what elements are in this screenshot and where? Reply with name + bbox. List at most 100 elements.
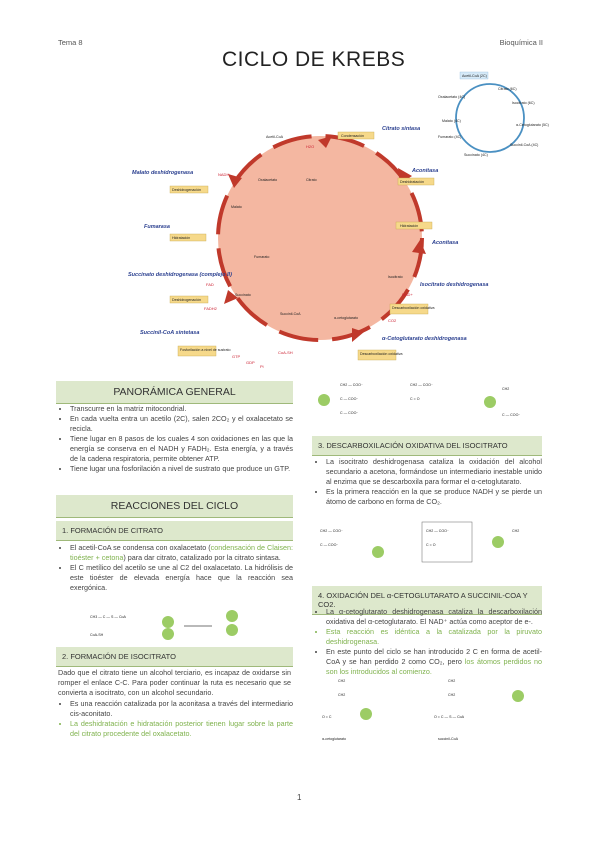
label-oxalacetato: Oxalacetato bbox=[258, 178, 277, 182]
svg-text:GDP: GDP bbox=[246, 360, 255, 365]
svg-text:Hidratación: Hidratación bbox=[400, 224, 418, 228]
svg-text:succinil-CoA: succinil-CoA bbox=[438, 737, 459, 741]
svg-text:CH3 — C — S — CoA: CH3 — C — S — CoA bbox=[90, 615, 127, 619]
svg-text:Hidratación: Hidratación bbox=[172, 236, 190, 240]
page-title: CICLO DE KREBS bbox=[222, 48, 406, 71]
section-reacciones: REACCIONES DEL CICLO bbox=[56, 495, 293, 518]
descarboxilacion-list: La isocitrato deshidrogenasa cataliza la… bbox=[312, 457, 542, 507]
svg-text:CH2 — COO⁻: CH2 — COO⁻ bbox=[426, 529, 449, 533]
label-acetilcoa: Acetil-CoA bbox=[266, 135, 284, 139]
svg-text:CO2: CO2 bbox=[388, 318, 397, 323]
svg-text:Aconitasa: Aconitasa bbox=[411, 168, 438, 174]
svg-text:CH2: CH2 bbox=[338, 693, 345, 697]
svg-text:α-Cetoglutarato (5C): α-Cetoglutarato (5C) bbox=[516, 123, 549, 127]
svg-text:CH2 — COO⁻: CH2 — COO⁻ bbox=[320, 529, 343, 533]
header-right: Bioquímica II bbox=[499, 38, 543, 47]
svg-text:C — COO⁻: C — COO⁻ bbox=[340, 397, 358, 401]
svg-text:NAD+: NAD+ bbox=[402, 292, 413, 297]
svg-text:FADH2: FADH2 bbox=[204, 306, 218, 311]
section-panoramica: PANORÁMICA GENERAL bbox=[56, 381, 293, 404]
svg-text:Succinil-CoA (4C): Succinil-CoA (4C) bbox=[510, 143, 538, 147]
svg-text:Malato deshidrogenasa: Malato deshidrogenasa bbox=[132, 170, 193, 176]
section-isocitrato: 2. FORMACIÓN DE ISOCITRATO bbox=[56, 647, 293, 667]
svg-text:CH2 — COO⁻: CH2 — COO⁻ bbox=[340, 383, 363, 387]
svg-text:Descarboxilación oxidativa: Descarboxilación oxidativa bbox=[392, 306, 435, 310]
list-item: Es la primera reacción en la que se prod… bbox=[326, 487, 542, 507]
list-item: En cada vuelta entra un acetilo (2C), sa… bbox=[70, 414, 293, 434]
svg-text:NADH: NADH bbox=[218, 172, 229, 177]
svg-text:Acetil-CoA (2C): Acetil-CoA (2C) bbox=[462, 74, 487, 78]
svg-text:Malato (4C): Malato (4C) bbox=[442, 119, 461, 123]
svg-text:Condensación: Condensación bbox=[341, 134, 364, 138]
svg-text:C — COO⁻: C — COO⁻ bbox=[320, 543, 338, 547]
svg-text:Citrato (6C): Citrato (6C) bbox=[498, 87, 517, 91]
svg-text:Aconitasa: Aconitasa bbox=[431, 240, 458, 246]
label-fumarato: Fumarato bbox=[254, 255, 269, 259]
list-item: La isocitrato deshidrogenasa cataliza la… bbox=[326, 457, 542, 487]
svg-text:Deshidrogenación: Deshidrogenación bbox=[172, 188, 201, 192]
list-item: La α-cetoglutarato deshidrogenasa catali… bbox=[326, 607, 542, 627]
svg-text:Fumarato (4C): Fumarato (4C) bbox=[438, 135, 461, 139]
isocitrato-reaction-figure: CH2 — COO⁻ C — COO⁻ C — COO⁻ CH2 — COO⁻ … bbox=[318, 383, 520, 417]
list-item: En este punto del ciclo se han introduci… bbox=[326, 647, 542, 677]
svg-text:Isocitrato (6C): Isocitrato (6C) bbox=[512, 101, 535, 105]
svg-text:α-cetoglutarato: α-cetoglutarato bbox=[322, 737, 346, 741]
list-item: El acetil-CoA se condensa con oxalacetat… bbox=[70, 543, 293, 563]
section-citrato: 1. FORMACIÓN DE CITRATO bbox=[56, 521, 293, 541]
svg-text:α-Cetoglutarato deshidrogenasa: α-Cetoglutarato deshidrogenasa bbox=[382, 336, 467, 342]
svg-text:O = C: O = C bbox=[322, 715, 332, 719]
isocitrato-list: Es una reacción catalizada por la aconit… bbox=[56, 699, 293, 739]
citrato-list: El acetil-CoA se condensa con oxalacetat… bbox=[56, 543, 293, 593]
krebs-cycle-figure: Oxalacetato Citrato Isocitrato α-cetoglu… bbox=[128, 71, 549, 369]
svg-text:H2O: H2O bbox=[306, 144, 314, 149]
svg-text:GTP: GTP bbox=[232, 354, 241, 359]
label-citrato: Citrato bbox=[306, 178, 317, 182]
svg-text:CH2: CH2 bbox=[338, 679, 345, 683]
isocitrato-paragraph: Dado que el citrato tiene un alcohol ter… bbox=[58, 668, 291, 697]
header-left: Tema 8 bbox=[58, 38, 83, 47]
list-item: Esta reacción es idéntica a la catalizad… bbox=[326, 627, 542, 647]
list-item: El C metílico del acetilo se une al C2 d… bbox=[70, 563, 293, 593]
label-malato: Malato bbox=[231, 205, 242, 209]
svg-text:Fosforilación a nivel de sustr: Fosforilación a nivel de sustrato bbox=[180, 348, 231, 352]
svg-text:Oxalacetato (4C): Oxalacetato (4C) bbox=[438, 95, 465, 99]
citrato-reaction-figure: CH3 — C — S — CoA CoA-SH bbox=[90, 610, 238, 640]
svg-text:Deshidratación: Deshidratación bbox=[400, 180, 424, 184]
descarboxilacion-reaction-figure: CH2 — COO⁻ C — COO⁻ CH2 — COO⁻ C = O CH2 bbox=[320, 521, 519, 563]
svg-text:CH2 — COO⁻: CH2 — COO⁻ bbox=[410, 383, 433, 387]
svg-text:CH2: CH2 bbox=[448, 679, 455, 683]
oxidacion-reaction-figure: CH2 CH2 O = C CH2 CH2 O = C — S — CoA α-… bbox=[322, 679, 524, 741]
svg-text:FAD: FAD bbox=[206, 282, 214, 287]
list-item: Tiene lugar una fosforilación a nivel de… bbox=[70, 464, 293, 474]
section-oxidacion: 4. OXIDACIÓN DEL α-CETOGLUTARATO A SUCCI… bbox=[312, 586, 542, 615]
svg-text:Fumarasa: Fumarasa bbox=[144, 224, 170, 230]
svg-text:C = O: C = O bbox=[426, 543, 436, 547]
svg-text:Isocitrato deshidrogenasa: Isocitrato deshidrogenasa bbox=[420, 282, 488, 288]
mini-cycle: Acetil-CoA (2C) Citrato (6C) Isocitrato … bbox=[438, 71, 549, 157]
svg-text:C = O: C = O bbox=[410, 397, 420, 401]
svg-text:O = C — S — CoA: O = C — S — CoA bbox=[434, 715, 465, 719]
label-succinilcoa: Succinil-CoA bbox=[280, 312, 301, 316]
svg-text:CoA-SH: CoA-SH bbox=[278, 350, 293, 355]
panoramica-list: Transcurre en la matriz mitocondrial. En… bbox=[56, 404, 293, 474]
section-descarboxilacion: 3. DESCARBOXILACIÓN OXIDATIVA DEL ISOCIT… bbox=[312, 436, 542, 456]
svg-text:CH2: CH2 bbox=[448, 693, 455, 697]
list-item: La deshidratación e hidratación posterio… bbox=[70, 719, 293, 739]
svg-text:C — COO⁻: C — COO⁻ bbox=[340, 411, 358, 415]
svg-text:Pi: Pi bbox=[260, 364, 264, 369]
svg-text:CH2: CH2 bbox=[512, 529, 519, 533]
page-number: 1 bbox=[297, 793, 302, 802]
svg-text:Deshidrogenación: Deshidrogenación bbox=[172, 298, 201, 302]
svg-text:Succinato (4C): Succinato (4C) bbox=[464, 153, 488, 157]
list-item: Es una reacción catalizada por la aconit… bbox=[70, 699, 293, 719]
oxidacion-list: La α-cetoglutarato deshidrogenasa catali… bbox=[312, 607, 542, 677]
svg-text:C — COO⁻: C — COO⁻ bbox=[502, 413, 520, 417]
svg-text:CH2: CH2 bbox=[502, 387, 509, 391]
cycle-circle bbox=[218, 136, 422, 340]
svg-text:Succinato deshidrogenasa (comp: Succinato deshidrogenasa (complejo II) bbox=[128, 272, 232, 278]
svg-text:Citrato sintasa: Citrato sintasa bbox=[382, 126, 420, 132]
list-item: Transcurre en la matriz mitocondrial. bbox=[70, 404, 293, 414]
svg-text:Descarboxilación oxidativa: Descarboxilación oxidativa bbox=[360, 352, 403, 356]
label-acetoglutarato: α-cetoglutarato bbox=[334, 316, 358, 320]
svg-text:Succinil-CoA sintetasa: Succinil-CoA sintetasa bbox=[140, 330, 199, 336]
